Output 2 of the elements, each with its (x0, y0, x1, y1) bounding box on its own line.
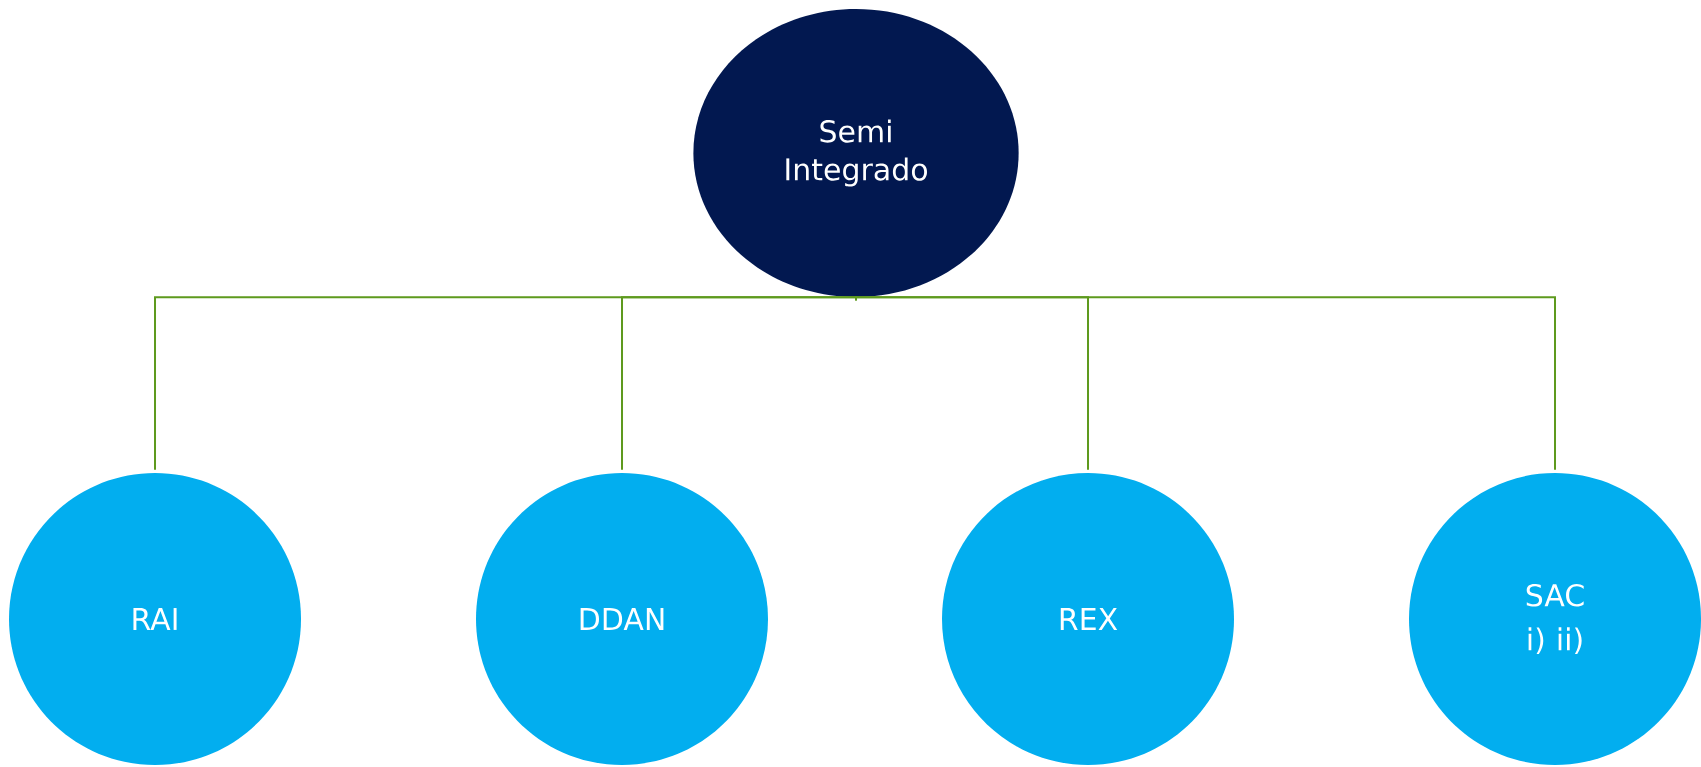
connector-line (621, 296, 857, 471)
connector-line (855, 296, 1556, 471)
